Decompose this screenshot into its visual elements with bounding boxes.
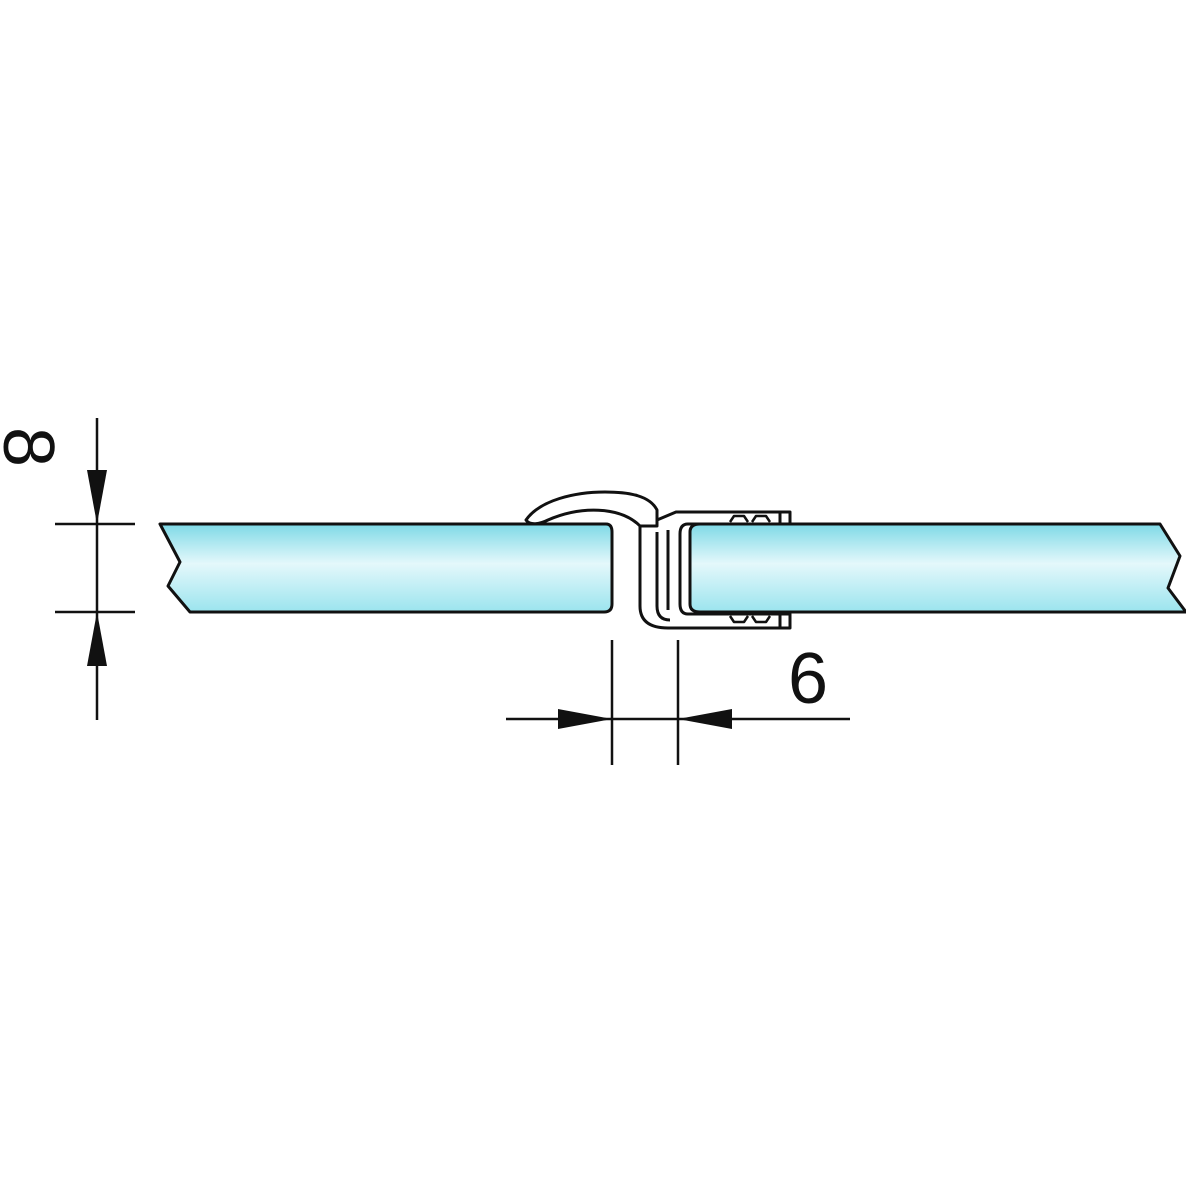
thickness-dimension	[55, 418, 135, 720]
arrow-down-icon	[87, 470, 107, 524]
seal-lip	[524, 490, 659, 528]
thickness-label: 8	[0, 427, 68, 467]
right-glass-pane	[688, 522, 1186, 614]
seal-stem	[638, 510, 792, 630]
arrow-up-icon	[87, 612, 107, 666]
left-glass-pane	[158, 522, 614, 614]
seal-grip-bottom	[728, 615, 772, 624]
gap-label: 6	[788, 639, 828, 719]
seal-grip-top	[728, 514, 772, 523]
seal-profile	[524, 490, 792, 630]
arrow-right-icon	[558, 709, 612, 729]
arrow-left-icon	[678, 709, 732, 729]
gap-dimension	[506, 640, 850, 765]
seal-channel	[655, 530, 671, 622]
